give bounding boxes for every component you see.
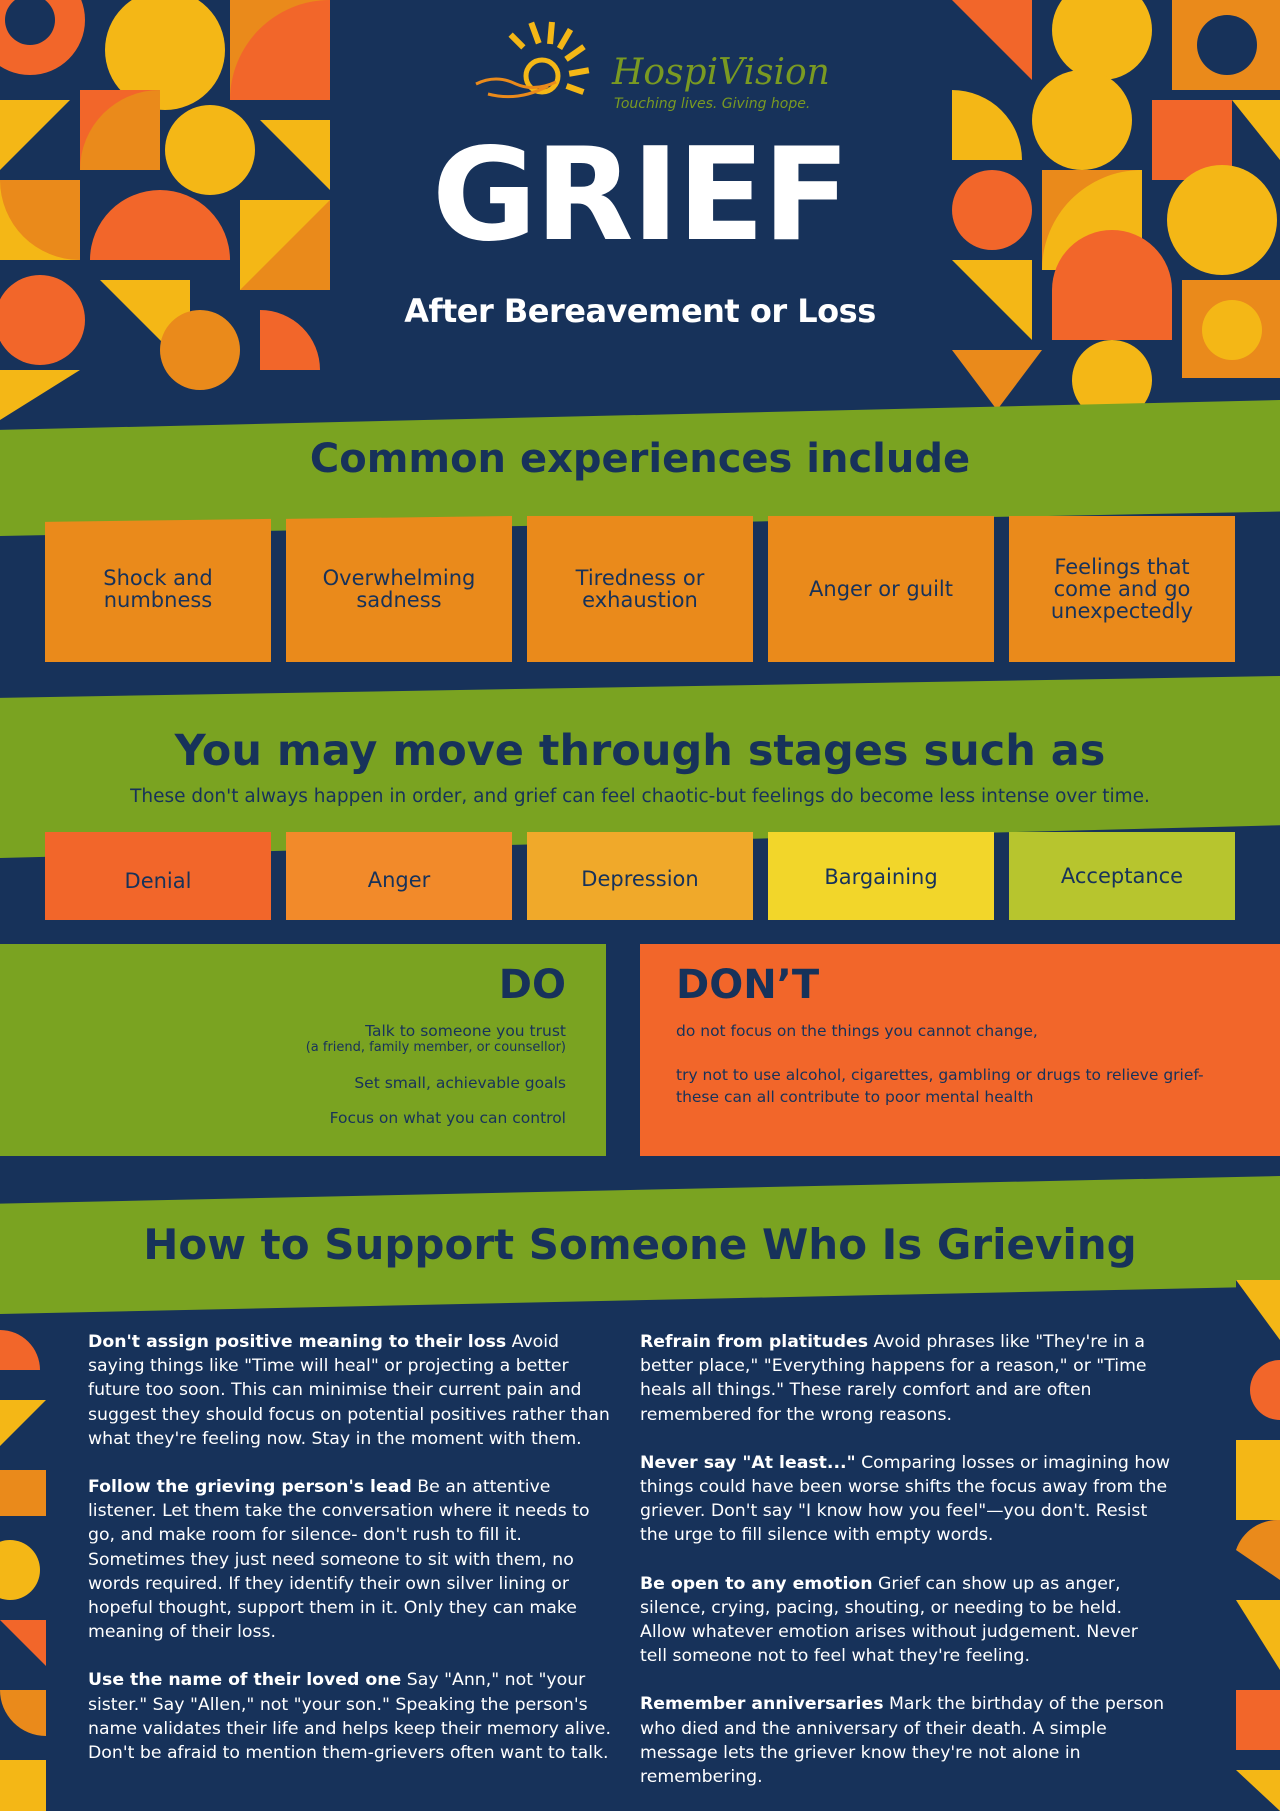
support-tip-text: Grief can show up as anger, silence, cry…: [640, 1573, 1138, 1667]
support-tip: Remember anniversaries Mark the birthday…: [640, 1692, 1170, 1789]
support-tip: Refrain from platitudes Avoid phrases li…: [640, 1330, 1170, 1427]
page-title: GRIEF: [431, 121, 850, 270]
stage-denial: Denial: [45, 832, 271, 920]
decorative-pattern-bottom-right: [1236, 1280, 1280, 1811]
do-item: Talk to someone you trust: [365, 1022, 566, 1040]
brand-name: HospiVision: [612, 52, 830, 93]
support-tip-text: Say "Ann," not "your sister." Say "Allen…: [88, 1670, 611, 1764]
support-tip: Use the name of their loved one Say "Ann…: [88, 1668, 618, 1765]
stage-bargaining: Bargaining: [768, 832, 994, 920]
support-tip-lead: Be open to any emotion: [640, 1573, 873, 1594]
do-title: DO: [498, 962, 566, 1008]
dont-panel: DON’T do not focus on the things you can…: [640, 944, 1280, 1156]
stages-list: Denial Anger Depression Bargaining Accep…: [45, 832, 1235, 920]
stages-heading: You may move through stages such as: [174, 726, 1106, 776]
support-tip-lead: Refrain from platitudes: [640, 1332, 868, 1352]
header: HospiVision Touching lives. Giving hope.…: [330, 0, 950, 400]
brand-tagline: Touching lives. Giving hope.: [614, 96, 811, 112]
support-tip-lead: Remember anniversaries: [640, 1694, 884, 1715]
stage-depression: Depression: [527, 832, 753, 920]
decorative-pattern-bottom-left: [0, 1320, 46, 1811]
sun-hand-logo-icon: [475, 21, 590, 99]
support-tip-text: Mark the birthday of the person who died…: [640, 1694, 1165, 1788]
support-tip-text: Avoid saying things like "Time will heal…: [88, 1332, 610, 1449]
page-subtitle: After Bereavement or Loss: [404, 292, 876, 330]
support-tip-text: Comparing losses or imagining how things…: [640, 1452, 1170, 1546]
stage-anger: Anger: [286, 832, 512, 920]
experience-item: Tiredness or exhaustion: [527, 516, 753, 662]
experiences-list: Shock and numbness Overwhelming sadness …: [45, 516, 1235, 662]
experiences-heading: Common experiences include: [309, 436, 971, 482]
do-item: Focus on what you can control: [329, 1109, 566, 1127]
support-tip-lead: Don't assign positive meaning to their l…: [88, 1332, 507, 1352]
support-heading: How to Support Someone Who Is Grieving: [143, 1220, 1137, 1269]
support-tip: Be open to any emotion Grief can show up…: [640, 1572, 1170, 1669]
support-tip: Never say "At least..." Comparing losses…: [640, 1451, 1170, 1548]
decorative-pattern-top-left: [0, 0, 330, 420]
experience-item: Feelings that come and go unexpectedly: [1009, 516, 1235, 662]
experience-item: Anger or guilt: [768, 516, 994, 662]
support-tip-text: Avoid phrases like "They're in a better …: [640, 1332, 1147, 1425]
stages-note: These don't always happen in order, and …: [130, 786, 1150, 807]
support-tip-text: Be an attentive listener. Let them take …: [88, 1477, 590, 1643]
support-tip: Follow the grieving person's lead Be an …: [88, 1475, 618, 1644]
do-item-note: (a friend, family member, or counsellor): [305, 1040, 566, 1055]
brand-logo: HospiVision Touching lives. Giving hope.: [470, 18, 830, 118]
support-column-left: Don't assign positive meaning to their l…: [88, 1330, 618, 1789]
do-panel: DO Talk to someone you trust (a friend, …: [0, 944, 606, 1156]
decorative-pattern-top-right: [952, 0, 1280, 420]
support-banner: How to Support Someone Who Is Grieving: [0, 1176, 1280, 1314]
do-item: Set small, achievable goals: [354, 1074, 566, 1092]
experience-item: Shock and numbness: [45, 518, 271, 662]
support-tip-lead: Never say "At least...": [640, 1452, 856, 1473]
support-column-right: Refrain from platitudes Avoid phrases li…: [640, 1330, 1170, 1811]
support-tip-lead: Use the name of their loved one: [88, 1670, 402, 1691]
stage-acceptance: Acceptance: [1009, 832, 1235, 920]
dont-item: do not focus on the things you cannot ch…: [676, 1022, 1038, 1040]
experience-item: Overwhelming sadness: [286, 516, 512, 662]
dont-item: try not to use alcohol, cigarettes, gamb…: [676, 1066, 1204, 1107]
support-tip: Don't assign positive meaning to their l…: [88, 1330, 618, 1451]
dont-title: DON’T: [676, 962, 820, 1008]
stages-banner: You may move through stages such as Thes…: [0, 676, 1280, 858]
support-tip-lead: Follow the grieving person's lead: [88, 1477, 412, 1498]
